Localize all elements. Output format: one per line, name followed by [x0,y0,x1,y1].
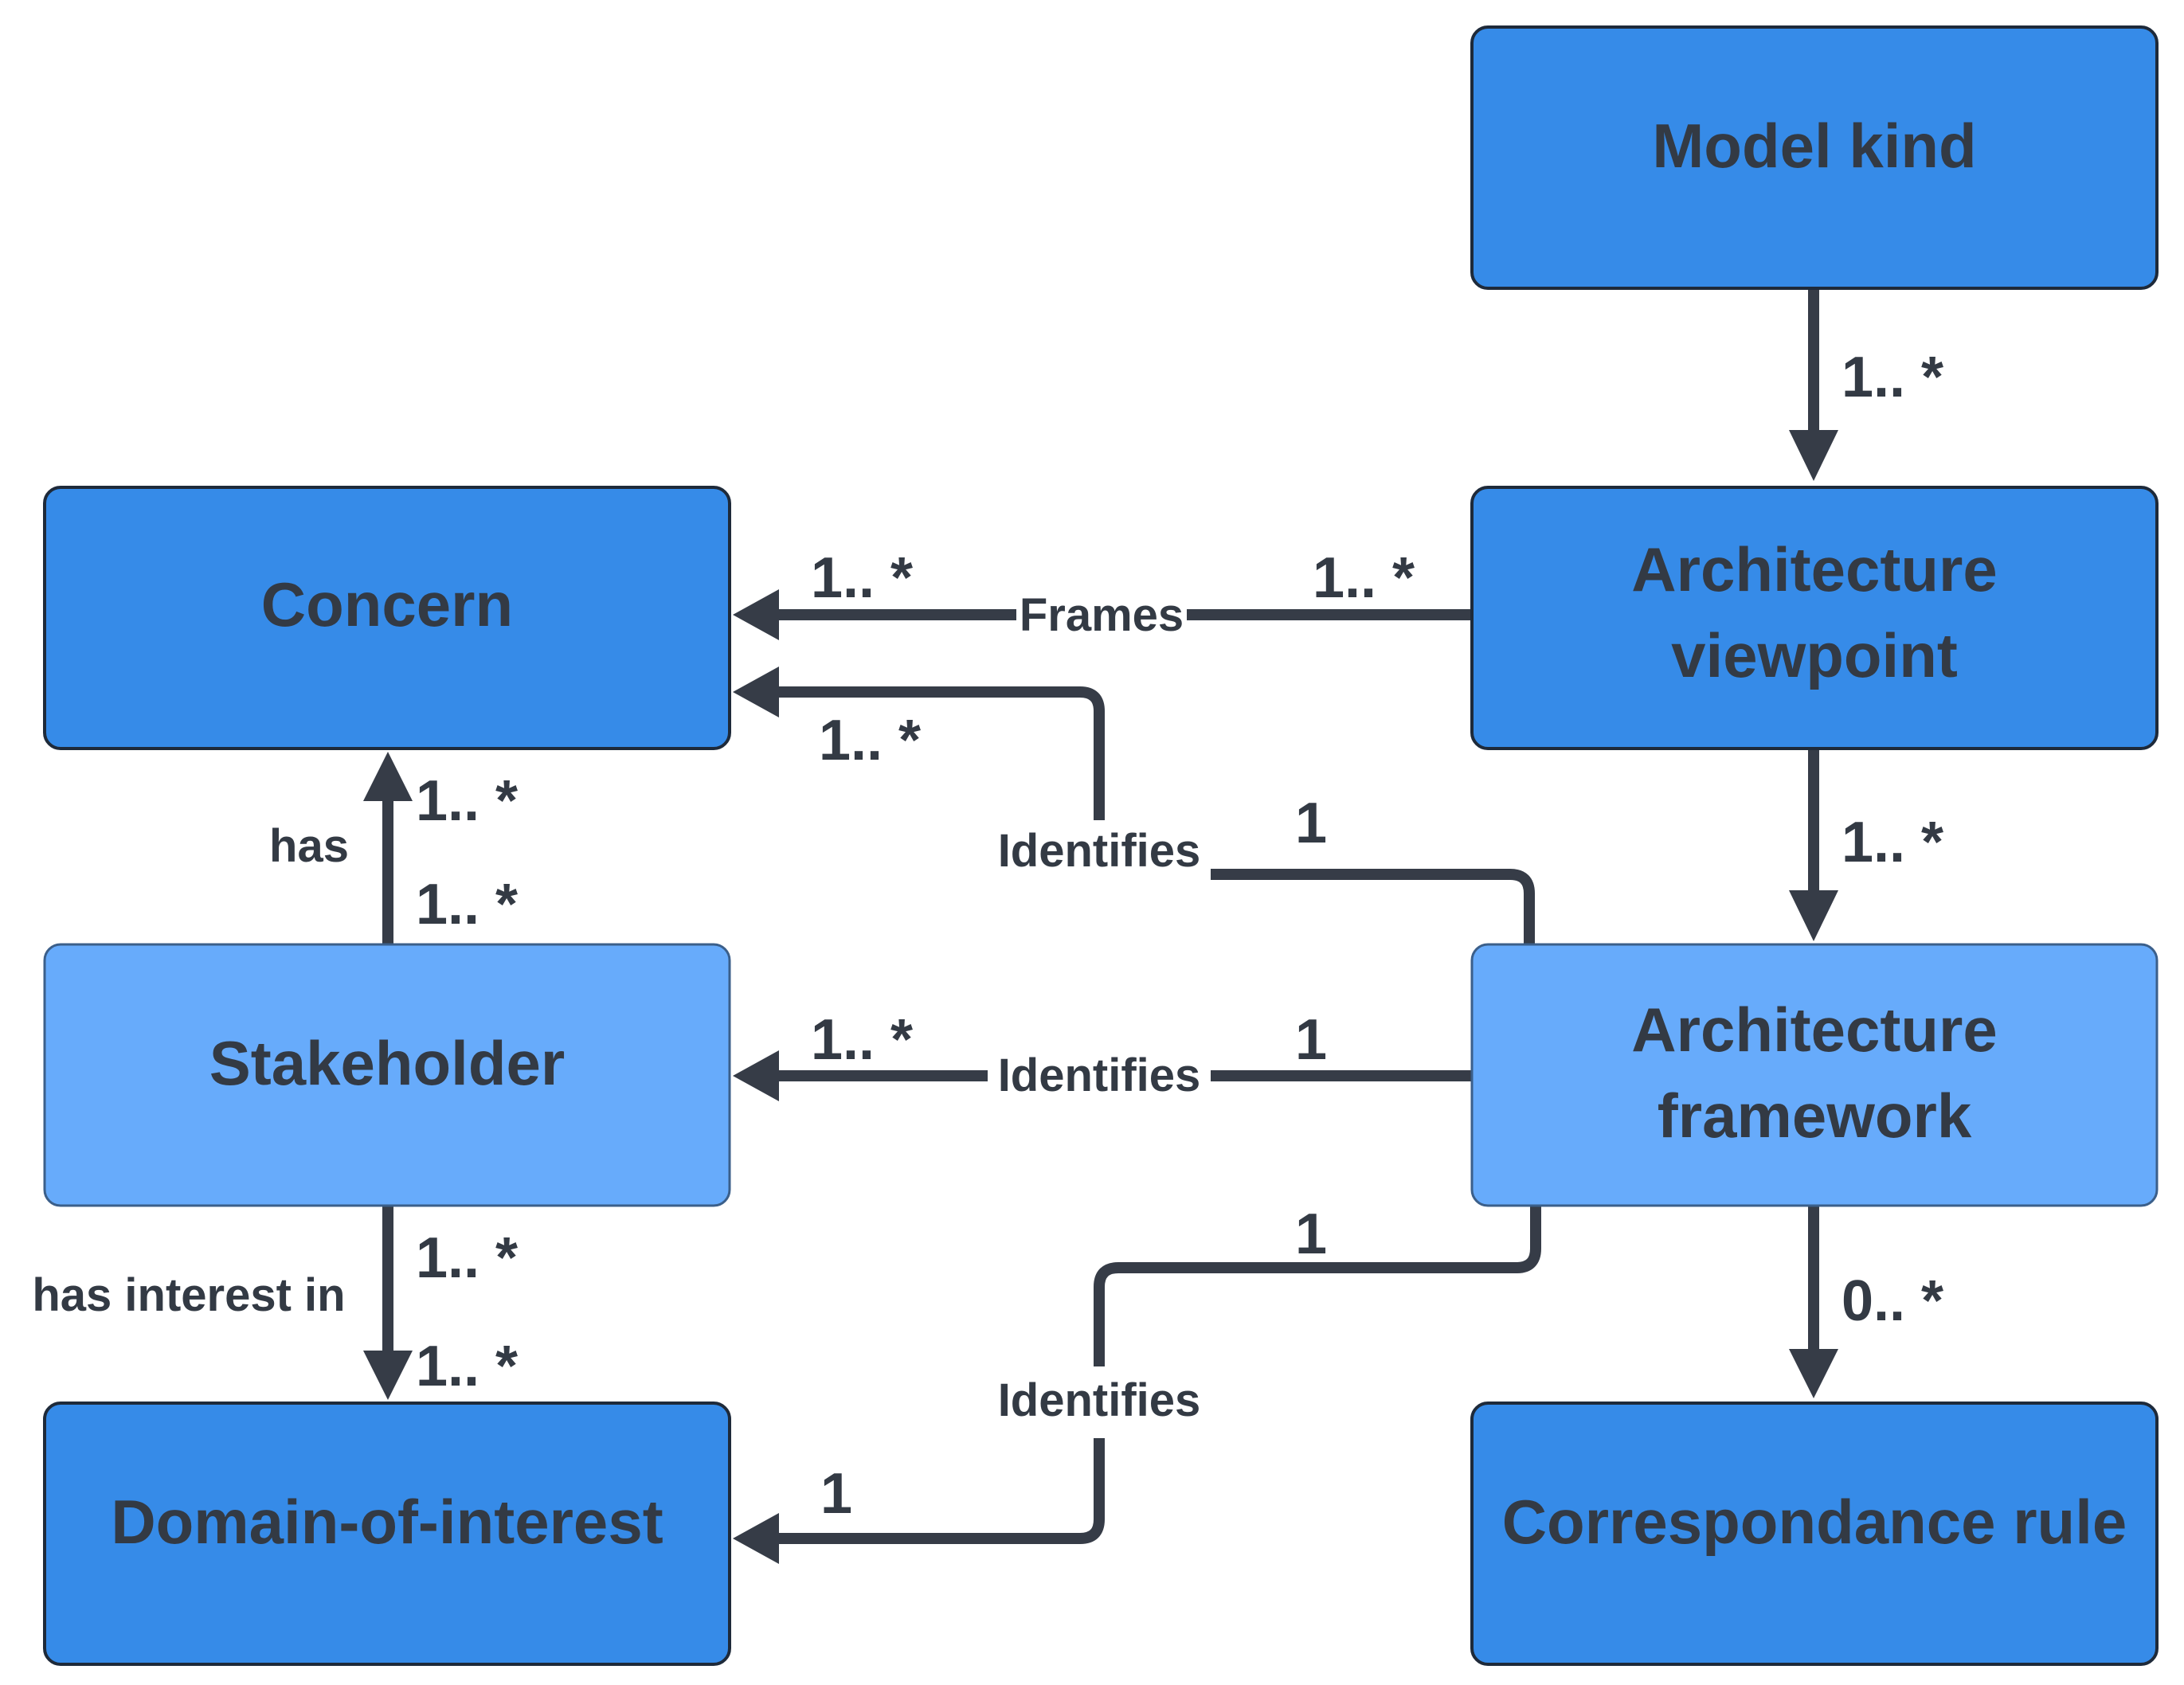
multiplicity-identifies-stakeholder-source: 1 [1295,1008,1327,1072]
arrowhead-icon [1789,430,1838,481]
node-label: Concern [261,569,513,639]
edge-viewpoint-to-framework[interactable] [1789,749,1838,941]
multiplicity-framework-correspondance: 0.. * [1842,1269,1943,1333]
edge-model-kind-to-viewpoint[interactable] [1789,288,1838,481]
multiplicity-interest-source: 1.. * [416,1226,518,1290]
node-concern[interactable]: Concern [43,486,731,750]
label-background [988,1045,1211,1105]
edge-framework-to-correspondance-rule[interactable] [1789,1206,1838,1398]
node-label: Stakeholder [209,1028,565,1098]
node-label: Correspondance rule [1502,1487,2127,1557]
multiplicity-frames-source: 1.. * [1313,546,1415,610]
node-correspondance-rule[interactable]: Correspondance rule [1470,1402,2159,1666]
edge-label-frames: Frames [1020,589,1184,641]
arrowhead-icon [733,589,779,640]
node-label-line-2: viewpoint [1671,620,1958,690]
edge-label-identifies-domain: Identifies [998,1374,1201,1426]
node-label-line-2: framework [1658,1081,1972,1151]
node-label-line-1: Architecture [1631,534,1997,604]
edge-label-identifies-concern: Identifies [998,825,1201,877]
multiplicity-model-kind-viewpoint: 1.. * [1842,346,1943,409]
multiplicity-interest-target: 1.. * [416,1335,518,1398]
multiplicity-viewpoint-framework: 1.. * [1842,811,1943,874]
edge-label-has: has [269,820,349,872]
multiplicity-frames-target: 1.. * [811,546,913,610]
node-label: Model kind [1652,111,1976,181]
label-background [988,1366,1211,1438]
node-label: Domain-of-interest [111,1487,663,1557]
node-architecture-framework[interactable]: Architecture framework [1470,943,2159,1207]
multiplicity-has-source: 1.. * [416,873,518,936]
arrowhead-icon [363,752,413,801]
multiplicity-identifies-concern-target: 1.. * [819,709,921,772]
edge-label-has-interest-in: has interest in [32,1269,345,1321]
arrowhead-icon [733,667,779,717]
multiplicity-identifies-stakeholder-target: 1.. * [811,1008,913,1072]
node-architecture-viewpoint[interactable]: Architecture viewpoint [1470,486,2159,750]
arrowhead-icon [733,1513,779,1564]
multiplicity-identifies-domain-target: 1 [820,1462,852,1526]
arrowhead-icon [363,1351,413,1400]
node-domain-of-interest[interactable]: Domain-of-interest [43,1402,731,1666]
multiplicity-identifies-concern-source: 1 [1295,792,1327,855]
edge-stakeholder-has-concern[interactable] [363,752,413,944]
edge-stakeholder-interest-domain[interactable] [363,1206,413,1400]
arrowhead-icon [1789,890,1838,941]
arrowhead-icon [733,1050,779,1101]
node-model-kind[interactable]: Model kind [1470,25,2159,290]
label-background [988,820,1211,881]
label-background [1016,584,1187,645]
multiplicity-has-target: 1.. * [416,769,518,833]
node-stakeholder[interactable]: Stakeholder [43,943,731,1207]
edge-framework-identifies-domain[interactable] [733,1206,1541,1564]
node-label-line-1: Architecture [1631,995,1997,1065]
multiplicity-identifies-domain-source: 1 [1295,1202,1327,1266]
edge-label-identifies-stakeholder: Identifies [998,1050,1201,1101]
arrowhead-icon [1789,1349,1838,1398]
